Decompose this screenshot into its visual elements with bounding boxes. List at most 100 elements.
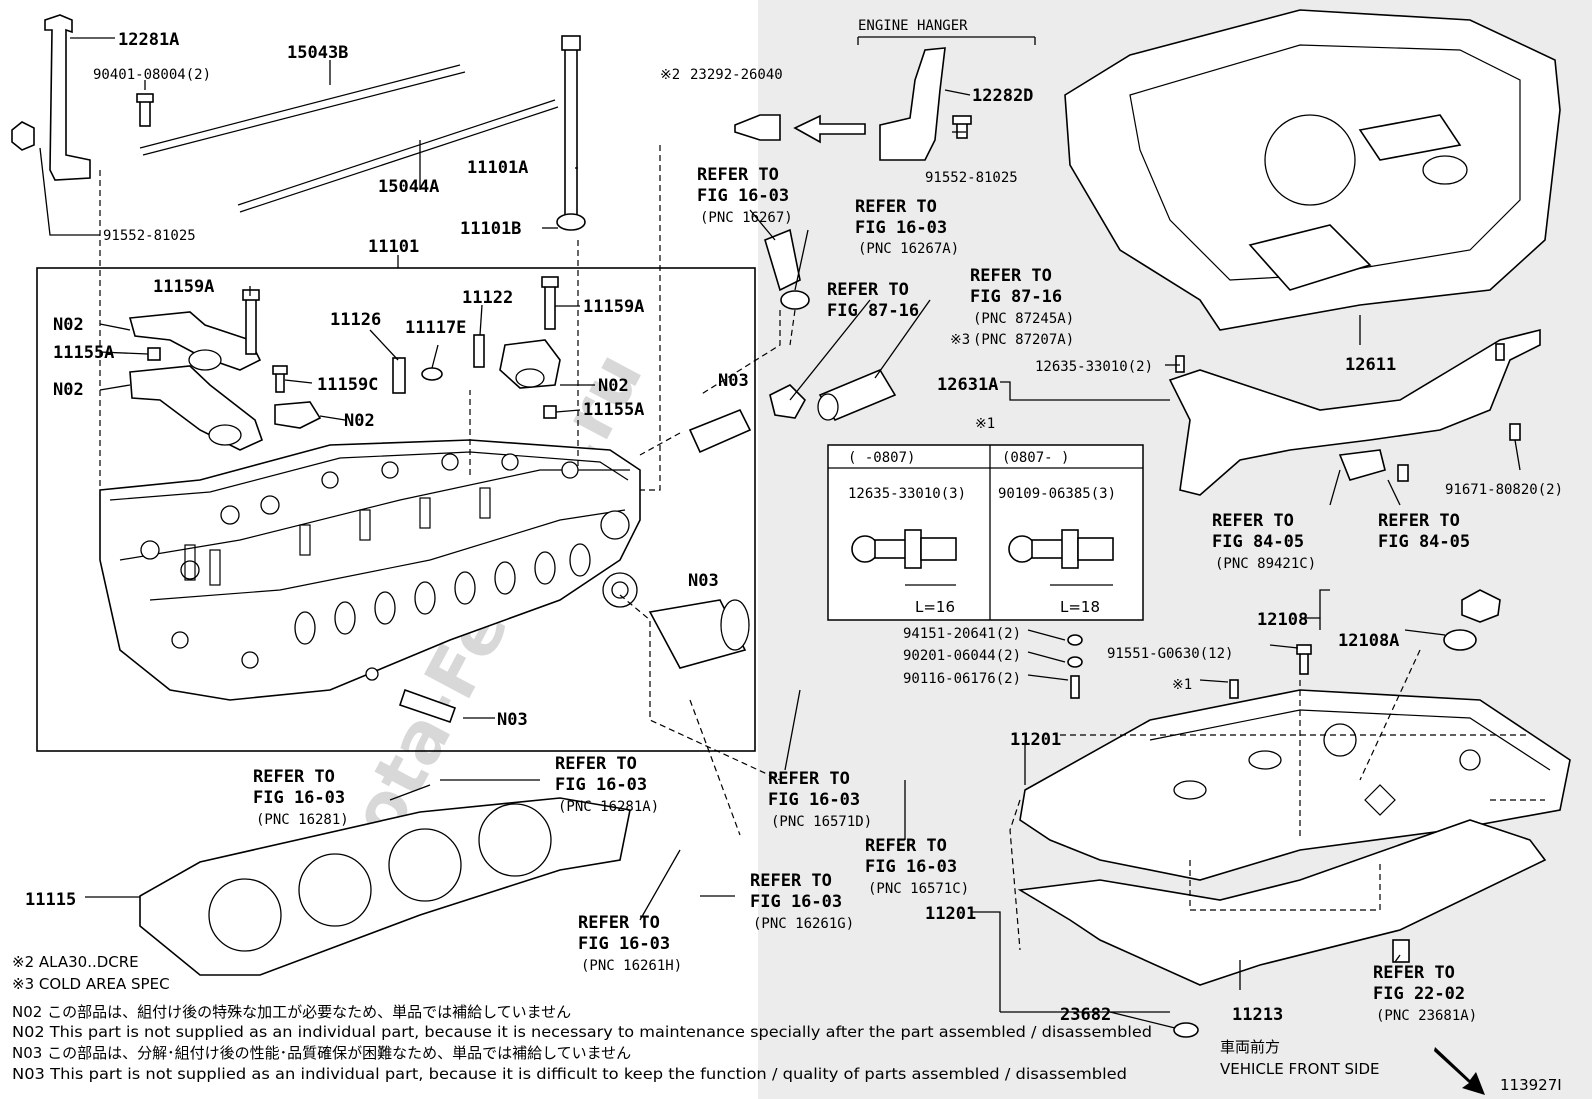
engine-hanger-12282D bbox=[879, 47, 946, 161]
label-11159A-left: 11159A bbox=[153, 277, 214, 297]
table-col1-header: ( -0807) bbox=[848, 450, 915, 466]
svg-text:FIG 16-03: FIG 16-03 bbox=[697, 186, 789, 206]
label-11122: 11122 bbox=[462, 288, 513, 308]
label-11155A-left: 11155A bbox=[53, 343, 114, 363]
footnote-n03-en: N03 This part is not supplied as an indi… bbox=[12, 1065, 1127, 1083]
refer-23681A: REFER TO FIG 22-02 (PNC 23681A) bbox=[1373, 963, 1477, 1024]
harness-15044A bbox=[237, 99, 556, 206]
svg-text:REFER TO: REFER TO bbox=[253, 767, 335, 787]
refer-16281A: REFER TO FIG 16-03 (PNC 16281A) bbox=[555, 754, 659, 815]
label-note2-marker: ※2 bbox=[660, 67, 680, 83]
label-11159C: 11159C bbox=[317, 375, 378, 395]
refer-16571C: REFER TO FIG 16-03 (PNC 16571C) bbox=[865, 836, 969, 897]
refer-89421C: REFER TO FIG 84-05 (PNC 89421C) bbox=[1212, 511, 1316, 572]
label-12635: 12635-33010(2) bbox=[1035, 359, 1153, 375]
svg-text:(PNC 16261H): (PNC 16261H) bbox=[581, 958, 682, 974]
table-col2-part: 90109-06385(3) bbox=[998, 486, 1116, 502]
refer-84-05: REFER TO FIG 84-05 bbox=[1378, 511, 1470, 552]
refer-87-16-b: REFER TO FIG 87-16 (PNC 87245A) (PNC 872… bbox=[970, 266, 1074, 348]
label-engine-hanger: ENGINE HANGER bbox=[858, 18, 968, 34]
svg-text:REFER TO: REFER TO bbox=[855, 197, 937, 217]
head-gasket-drawing bbox=[139, 797, 631, 976]
svg-text:(PNC 87245A): (PNC 87245A) bbox=[973, 311, 1074, 327]
svg-text:FIG 22-02: FIG 22-02 bbox=[1373, 984, 1465, 1004]
label-12611: 12611 bbox=[1345, 355, 1396, 375]
gasket-12108A bbox=[1443, 629, 1477, 651]
svg-text:(PNC 16571C): (PNC 16571C) bbox=[868, 881, 969, 897]
svg-text:FIG 16-03: FIG 16-03 bbox=[578, 934, 670, 954]
svg-text:(PNC 16267): (PNC 16267) bbox=[700, 210, 793, 226]
label-12282D: 12282D bbox=[972, 86, 1033, 106]
table-col1-part: 12635-33010(3) bbox=[848, 486, 966, 502]
engine-cover-drawing bbox=[1064, 9, 1561, 331]
svg-text:REFER TO: REFER TO bbox=[1212, 511, 1294, 531]
harness-15043B bbox=[139, 64, 461, 149]
label-n03-3: N03 bbox=[497, 710, 528, 730]
refer-16261G: REFER TO FIG 16-03 (PNC 16261G) bbox=[750, 871, 854, 932]
label-11126: 11126 bbox=[330, 310, 381, 330]
bearing-caps-drawing bbox=[128, 311, 561, 451]
label-90401: 90401-08004(2) bbox=[93, 67, 211, 83]
head-cover-gasket-11213 bbox=[1017, 819, 1547, 986]
bolts-drawing bbox=[11, 35, 586, 394]
svg-text:REFER TO: REFER TO bbox=[1378, 511, 1460, 531]
label-91552-left: 91552-81025 bbox=[103, 228, 196, 244]
variant-table bbox=[827, 444, 1144, 621]
label-90116: 90116-06176(2) bbox=[903, 671, 1021, 687]
svg-text:(PNC 16267A): (PNC 16267A) bbox=[858, 241, 959, 257]
table-col2-length: L=18 bbox=[1060, 598, 1100, 616]
label-n02-1: N02 bbox=[53, 315, 84, 335]
vehicle-front-jp: 車両前方 bbox=[1220, 1038, 1280, 1056]
label-n02-4: N02 bbox=[598, 376, 629, 396]
vehicle-front-arrow-icon bbox=[1434, 1047, 1485, 1095]
label-15044A: 15044A bbox=[378, 177, 439, 197]
variant-table-text: ( -0807) (0807- ) 12635-33010(3) 90109-0… bbox=[848, 450, 1116, 616]
vehicle-front-label: VEHICLE FRONT SIDE bbox=[1220, 1060, 1380, 1078]
label-n03-1: N03 bbox=[718, 371, 749, 391]
svg-text:REFER TO: REFER TO bbox=[555, 754, 637, 774]
footnote-s3: ※3 COLD AREA SPEC bbox=[12, 975, 170, 993]
label-91671: 91671-80820(2) bbox=[1445, 482, 1563, 498]
label-23292: 23292-26040 bbox=[690, 67, 783, 83]
label-90201: 90201-06044(2) bbox=[903, 648, 1021, 664]
label-n03-2: N03 bbox=[688, 571, 719, 591]
label-12631A: 12631A bbox=[937, 375, 998, 395]
refer-16267A: REFER TO FIG 16-03 (PNC 16267A) bbox=[855, 197, 959, 257]
label-11201-top: 11201 bbox=[1010, 730, 1061, 750]
svg-text:(PNC 16261G): (PNC 16261G) bbox=[753, 916, 854, 932]
svg-text:REFER TO: REFER TO bbox=[865, 836, 947, 856]
label-91552-right: 91552-81025 bbox=[925, 170, 1018, 186]
oil-cap-12108 bbox=[1461, 589, 1501, 623]
refer-16267: REFER TO FIG 16-03 (PNC 16267) bbox=[697, 165, 793, 226]
svg-text:FIG 16-03: FIG 16-03 bbox=[253, 788, 345, 808]
bracket-12281A bbox=[44, 14, 91, 181]
label-12281A: 12281A bbox=[118, 30, 179, 50]
label-12108A: 12108A bbox=[1338, 631, 1399, 651]
svg-text:REFER TO: REFER TO bbox=[970, 266, 1052, 286]
label-11159A-right: 11159A bbox=[583, 297, 644, 317]
label-15043B: 15043B bbox=[287, 43, 348, 63]
svg-text:REFER TO: REFER TO bbox=[827, 280, 909, 300]
label-11201-bottom: 11201 bbox=[925, 904, 976, 924]
label-23682: 23682 bbox=[1060, 1005, 1111, 1025]
svg-text:REFER TO: REFER TO bbox=[578, 913, 660, 933]
bracket-12631A bbox=[1168, 328, 1541, 496]
svg-text:REFER TO: REFER TO bbox=[697, 165, 779, 185]
cylinder-head-frame bbox=[36, 267, 756, 752]
table-col2-header: (0807- ) bbox=[1002, 450, 1069, 466]
fitting-n03-top bbox=[688, 408, 752, 454]
svg-text:REFER TO: REFER TO bbox=[1373, 963, 1455, 983]
label-11117E: 11117E bbox=[405, 318, 466, 338]
refer-87-16-a: REFER TO FIG 87-16 bbox=[827, 280, 919, 321]
cylinder-head-drawing bbox=[99, 439, 641, 701]
footnote-n02-en: N02 This part is not supplied as an indi… bbox=[12, 1023, 1152, 1041]
fitting-23292 bbox=[734, 114, 781, 141]
svg-text:FIG 16-03: FIG 16-03 bbox=[768, 790, 860, 810]
svg-text:(PNC 23681A): (PNC 23681A) bbox=[1376, 1008, 1477, 1024]
label-11101A: 11101A bbox=[467, 158, 528, 178]
label-n02-3: N02 bbox=[344, 411, 375, 431]
svg-text:(PNC 89421C): (PNC 89421C) bbox=[1215, 556, 1316, 572]
svg-text:FIG 16-03: FIG 16-03 bbox=[865, 857, 957, 877]
footnote-s2: ※2 ALA30..DCRE bbox=[12, 953, 139, 971]
